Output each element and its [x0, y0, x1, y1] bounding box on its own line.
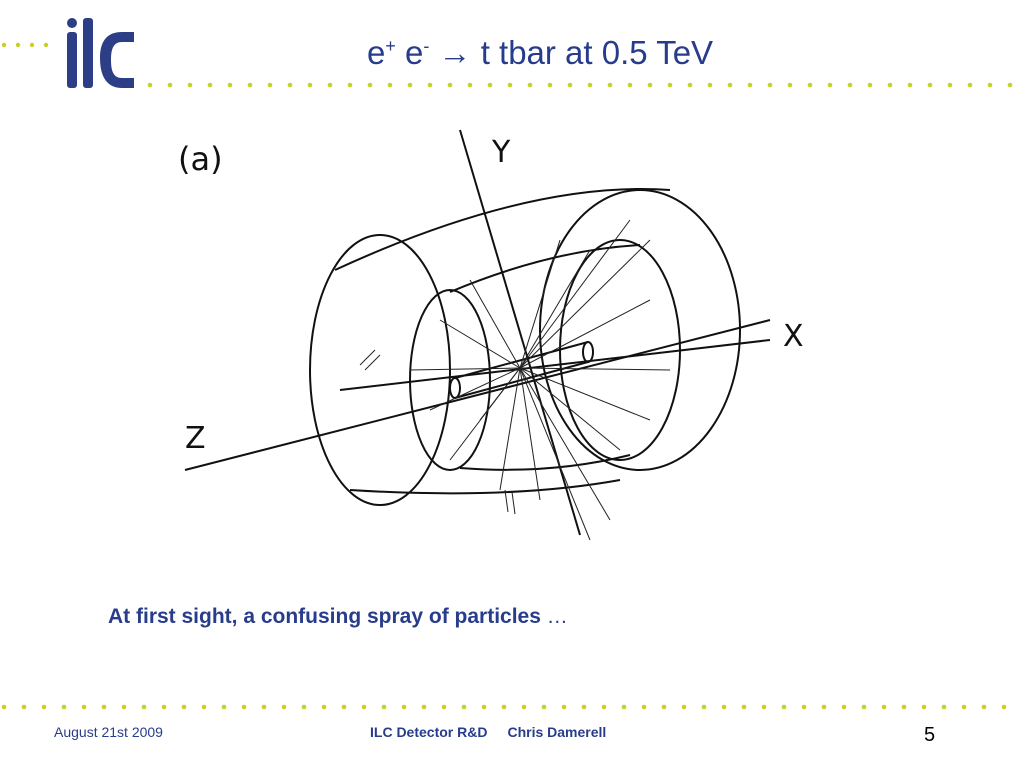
bottom-dotted-rule	[0, 704, 1024, 710]
axis-z-label: Z	[185, 421, 206, 456]
page-number: 5	[924, 724, 936, 746]
footer-event: ILC Detector R&D	[370, 724, 488, 740]
top-dotted-rule-short	[0, 42, 60, 48]
footer-date: August 21st 2009	[54, 724, 163, 740]
detector-event-figure: (a) Y X Z	[150, 120, 870, 580]
ilc-logo	[60, 12, 140, 92]
footer-author: Chris Damerell	[507, 724, 607, 740]
panel-label: (a)	[178, 140, 223, 178]
figure-caption: At first sight, a confusing spray of par…	[108, 605, 568, 628]
axis-x-label: X	[783, 319, 804, 354]
top-dotted-rule	[146, 82, 1016, 88]
footer-center: ILC Detector R&D Chris Damerell	[370, 724, 606, 740]
slide-title: e+ e- → t tbar at 0.5 TeV	[366, 34, 714, 71]
axis-y-label: Y	[491, 135, 511, 170]
